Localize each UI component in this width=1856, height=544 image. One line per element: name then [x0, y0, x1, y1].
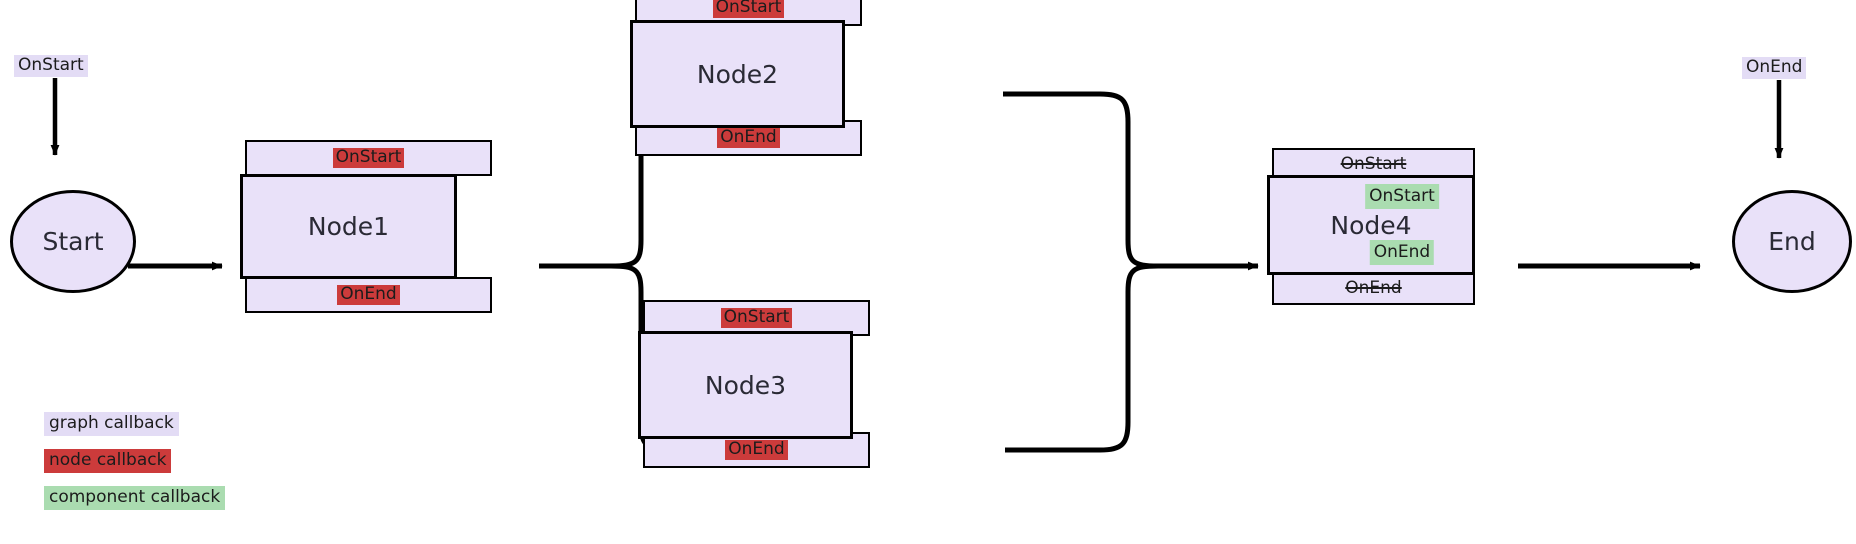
node4-bottom-callback-band: OnEnd	[1272, 272, 1475, 305]
terminal-end[interactable]: End	[1732, 190, 1852, 293]
node2-box[interactable]: Node2	[630, 20, 845, 128]
node2-top-callback-tag: OnStart	[712, 0, 785, 18]
legend: graph callback node callback component c…	[44, 412, 226, 523]
legend-label-node-callback: node callback	[44, 449, 172, 473]
node4-inner-onstart-tag: OnStart	[1365, 184, 1439, 209]
node4-inner-callback-onend: OnEnd	[1369, 240, 1435, 265]
node3-label: Node3	[704, 370, 787, 400]
node2-label: Node2	[696, 59, 779, 89]
node-node4[interactable]: OnStart Node4 OnStart OnEnd OnEnd	[1267, 148, 1532, 308]
graph-callback-label-onstart: OnStart	[14, 55, 88, 77]
legend-label-graph-callback: graph callback	[44, 412, 179, 436]
node-node1[interactable]: OnStart Node1 OnEnd	[240, 140, 540, 313]
node1-bottom-callback-band: OnEnd	[245, 277, 492, 313]
node1-bottom-callback-tag: OnEnd	[337, 285, 400, 305]
edge-node3-to-merge	[1005, 263, 1159, 453]
legend-row-component-callback: component callback	[44, 486, 226, 510]
node4-top-callback-tag: OnStart	[1340, 153, 1407, 174]
legend-label-component-callback: component callback	[44, 486, 226, 510]
node3-box[interactable]: Node3	[638, 331, 853, 439]
node4-bottom-callback-tag: OnEnd	[1345, 277, 1402, 298]
node2-bottom-callback-tag: OnEnd	[717, 128, 780, 148]
node1-box[interactable]: Node1	[240, 174, 457, 279]
terminal-start-label: Start	[42, 227, 104, 256]
node4-inner-callback-onstart: OnStart	[1365, 184, 1439, 209]
node-node2[interactable]: OnStart Node2 OnEnd	[630, 0, 960, 160]
node3-bottom-callback-tag: OnEnd	[725, 440, 788, 460]
terminal-end-label: End	[1768, 227, 1816, 256]
node4-label: Node4	[1330, 210, 1412, 240]
node4-inner-onend-tag: OnEnd	[1369, 240, 1435, 265]
node3-top-callback-tag: OnStart	[720, 308, 793, 328]
terminal-start[interactable]: Start	[10, 190, 136, 293]
edge-node2-to-merge	[1003, 91, 1159, 269]
node-node3[interactable]: OnStart Node3 OnEnd	[638, 300, 968, 472]
node1-top-callback-band: OnStart	[245, 140, 492, 176]
node1-label: Node1	[307, 212, 390, 241]
node1-top-callback-tag: OnStart	[332, 148, 405, 168]
legend-row-node-callback: node callback	[44, 449, 225, 473]
legend-row-graph-callback: graph callback	[44, 412, 225, 436]
graph-callback-label-onend: OnEnd	[1742, 57, 1807, 79]
